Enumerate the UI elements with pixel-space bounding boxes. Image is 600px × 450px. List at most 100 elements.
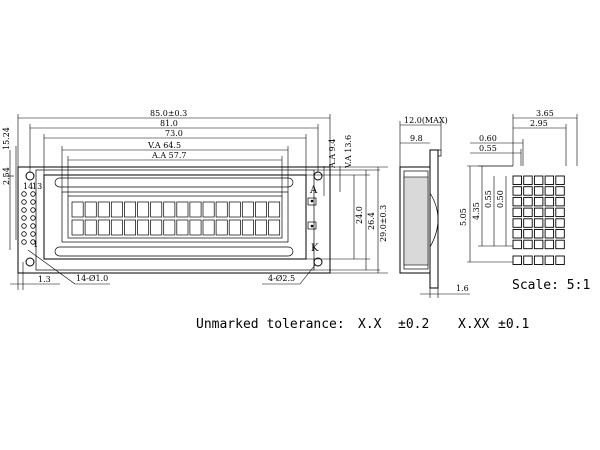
anode-label: A [309, 185, 318, 196]
scale-label: Scale: 5:1 [512, 278, 590, 293]
char-cell [228, 201, 241, 218]
dim-left-pin-offset: 2.54 [2, 167, 11, 185]
dot [512, 175, 522, 185]
view-area [61, 191, 289, 243]
char-cell [163, 219, 176, 236]
char-cell [97, 219, 110, 236]
char-cell [124, 201, 136, 218]
char-cell [241, 219, 254, 236]
dim-pin-holes: 14-Ø1.0 [76, 274, 108, 283]
char-cell [163, 201, 176, 218]
tolerance-text: Unmarked tolerance: [196, 317, 345, 332]
pin1-label: 1 [33, 240, 38, 249]
dim-left-pin-span: 15.24 [2, 127, 11, 150]
front-view: 14 13 1 A K 85.0±0.3 81.0 73.0 V.A 6 [2, 109, 388, 290]
dot [512, 196, 522, 207]
pin-hole [21, 199, 27, 205]
char-cell [84, 219, 97, 236]
pin-hole [30, 191, 36, 197]
char-cell [150, 201, 163, 218]
side-lcd-panel [403, 176, 429, 266]
dim-char-cell-height: 5.05 [459, 208, 468, 226]
pin-hole [21, 231, 27, 237]
tolerance-xxx-value: ±0.1 [498, 317, 529, 332]
horizontal-dimensions: 85.0±0.3 81.0 73.0 V.A 64.5 A.A 57.7 [17, 109, 331, 196]
cursor-dot [512, 255, 522, 265]
dot-matrix-cursor-row [512, 255, 565, 265]
char-cell [137, 201, 150, 218]
char-cell [71, 219, 84, 236]
dot [523, 207, 533, 218]
character-matrix [71, 201, 281, 236]
dot [533, 186, 544, 196]
mount-hole-bl [25, 257, 35, 267]
dot [533, 229, 544, 239]
pcb-outline [17, 166, 331, 274]
dot [523, 196, 533, 207]
char-cell [137, 219, 150, 236]
dot [523, 175, 533, 185]
vertical-dimensions-left: 2.54 15.24 [2, 127, 17, 250]
tolerance-note: Unmarked tolerance: X.X ±0.2 X.XX ±0.1 [196, 317, 529, 332]
dot [544, 186, 555, 196]
dot [533, 175, 544, 185]
dim-mount-holes: 4-Ø2.5 [268, 274, 295, 283]
dot [555, 229, 565, 239]
pin-hole [21, 239, 27, 245]
char-cell [84, 201, 97, 218]
char-cell [176, 201, 189, 218]
mount-hole-tl [25, 171, 35, 181]
mount-hole-br [313, 257, 323, 267]
dot [544, 175, 555, 185]
char-cell [215, 219, 228, 236]
dim-bezel-height: 24.0 [355, 206, 364, 224]
pin-hole [30, 231, 36, 237]
dim-left-edge-offset: 1.3 [38, 275, 51, 284]
dot [555, 207, 565, 218]
side-pcb [429, 149, 439, 289]
dot [533, 239, 544, 250]
dot [533, 218, 544, 228]
cathode-label: K [311, 243, 319, 254]
char-cell [268, 201, 281, 218]
dot [512, 186, 522, 196]
active-area [67, 195, 283, 239]
dot [544, 239, 555, 250]
dot-matrix-detail [512, 175, 565, 250]
pin-hole [30, 207, 36, 213]
pin-header [21, 191, 36, 245]
dim-view-area-height: V.A 13.6 [344, 135, 353, 169]
dim-side-body-thickness: 9.8 [410, 134, 423, 143]
tolerance-xx: X.X [358, 317, 382, 332]
pin-hole [21, 223, 27, 229]
dot [512, 218, 522, 228]
char-cell [268, 219, 281, 236]
dot [533, 207, 544, 218]
dot [523, 218, 533, 228]
side-pin-top [437, 149, 442, 157]
pin-hole [30, 223, 36, 229]
dot [555, 186, 565, 196]
cursor-dot [533, 255, 544, 265]
dot [544, 218, 555, 228]
character-detail: 3.65 2.95 0.60 0.55 5.05 4.35 0.55 0.50 … [459, 109, 590, 293]
pin-hole [21, 207, 27, 213]
pin14-label: 14 [23, 182, 33, 191]
dim-char-dots-height: 4.35 [472, 202, 481, 220]
char-cell [255, 201, 267, 218]
dim-char-cell-width: 3.65 [536, 109, 554, 118]
dot [512, 229, 522, 239]
dot [555, 196, 565, 207]
dot [555, 218, 565, 228]
pin-hole [21, 215, 27, 221]
pin-hole [30, 199, 36, 205]
char-cell [241, 201, 254, 218]
pin-hole [30, 215, 36, 221]
dim-overall-height: 29.0±0.3 [379, 205, 388, 242]
dim-dot-size: 0.55 [479, 144, 497, 153]
dim-char-dots-width: 2.95 [530, 119, 548, 128]
bottom-slot [54, 246, 294, 257]
dot [523, 229, 533, 239]
side-body [399, 166, 431, 274]
